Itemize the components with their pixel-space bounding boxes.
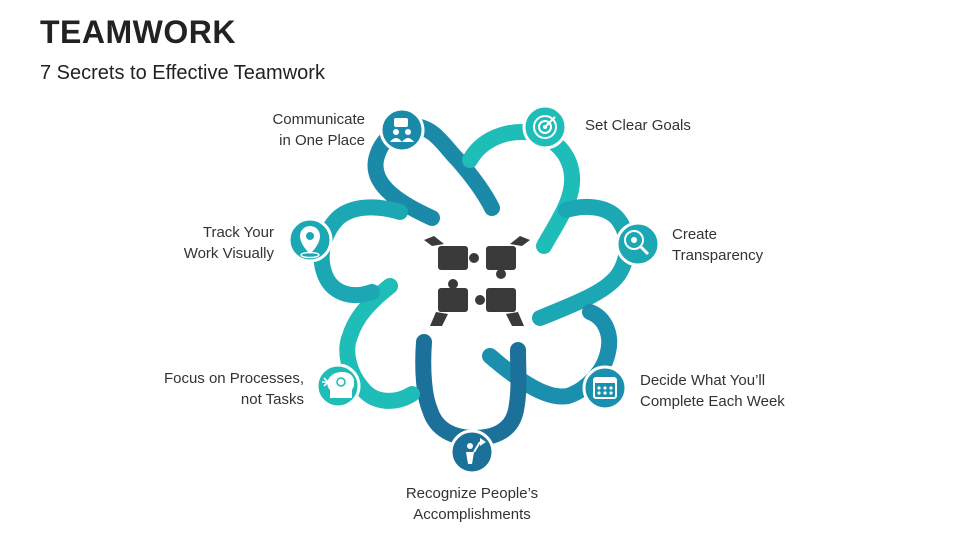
label-track: Track Your Work Visually: [183, 224, 274, 262]
petal-processes: [339, 278, 420, 409]
label-processes: Focus on Processes, not Tasks: [163, 370, 304, 408]
slide-title: TEAMWORK: [40, 14, 236, 50]
target-icon: [522, 104, 568, 150]
location-pin-icon: [287, 217, 333, 263]
eye-magnifier-icon: [615, 221, 661, 267]
label-goals: Set Clear Goals: [585, 117, 691, 134]
label-decide: Decide What You’ll Complete Each Week: [640, 372, 785, 410]
label-communicate: Communicate in One Place: [272, 111, 365, 149]
puzzle-hands-icon: [424, 236, 530, 326]
label-transparency: Create Transparency: [672, 226, 764, 264]
petal-recognize: [415, 334, 527, 447]
head-target-icon: [315, 363, 361, 409]
label-recognize: Recognize People’s Accomplishments: [405, 485, 539, 523]
slide-subtitle: 7 Secrets to Effective Teamwork: [40, 62, 325, 84]
calendar-icon: [582, 365, 628, 411]
person-flag-icon: [449, 429, 495, 475]
chat-people-icon: [379, 107, 425, 153]
